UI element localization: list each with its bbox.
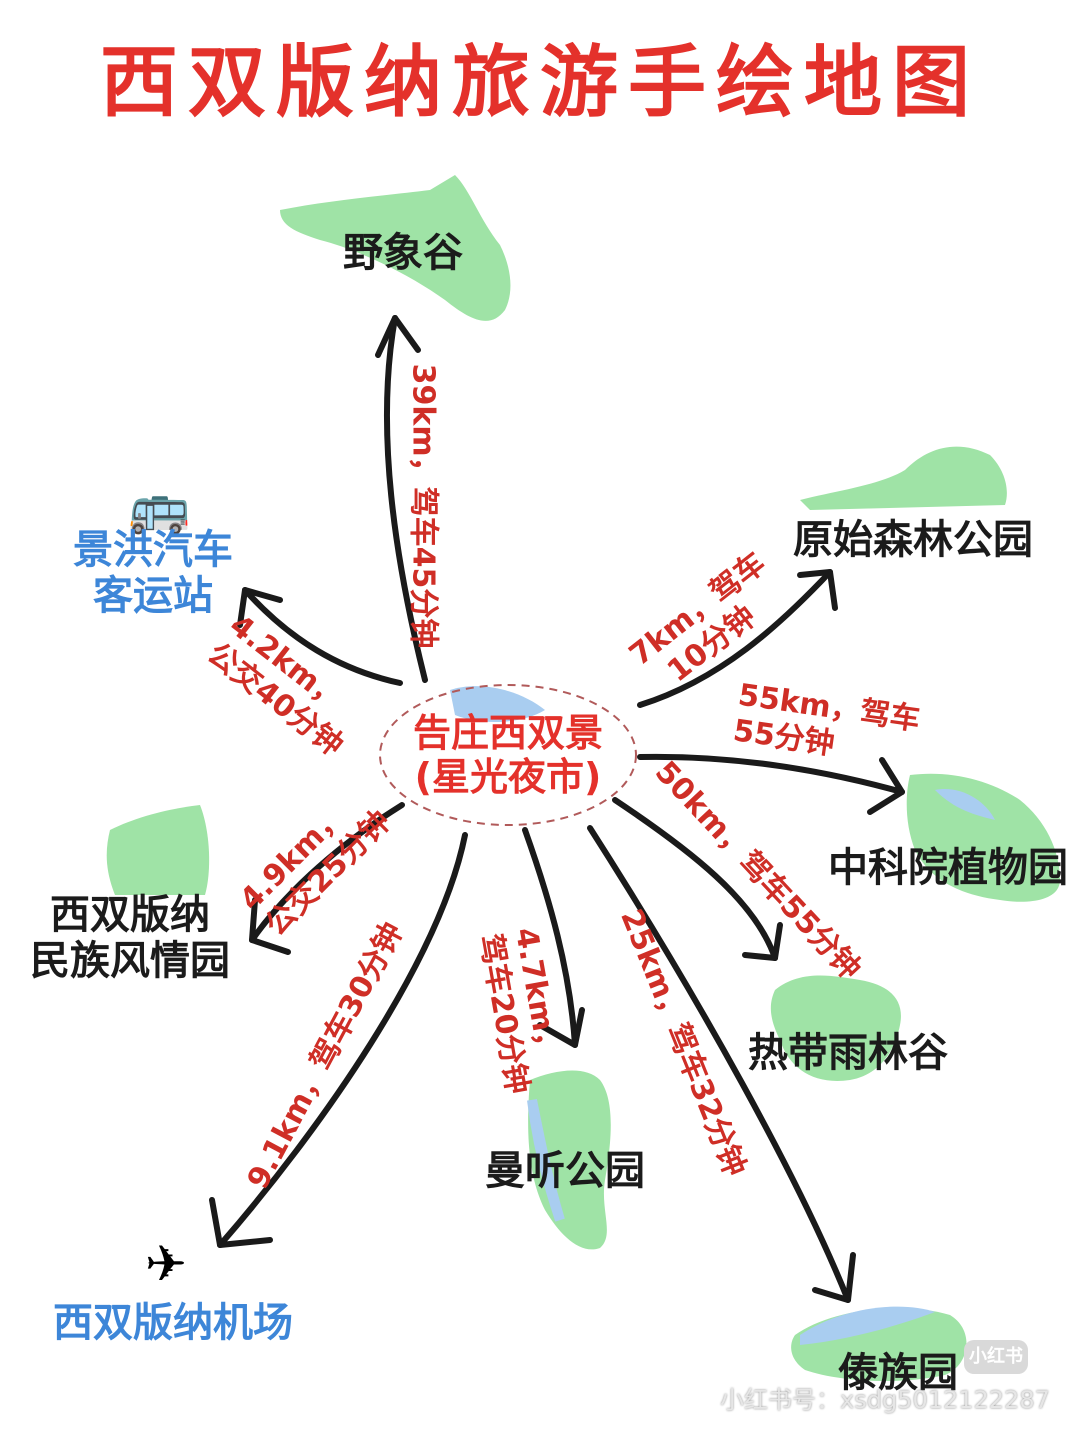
arrowhead-daizu [812, 1252, 856, 1303]
center-line2: (星光夜市) [414, 754, 602, 799]
arrowhead-manting [537, 1007, 585, 1048]
minzu-line1: 西双版纳 [50, 892, 210, 938]
place-zhongkeyuan: 中科院植物园 [828, 845, 1068, 891]
zhongkeyuan-water [935, 789, 995, 820]
arrow-to-airport [217, 832, 468, 1248]
manting-land [528, 1070, 611, 1250]
arrow-to-daizu [587, 825, 851, 1303]
route-yexianggu: 39km，驾车45分钟 [405, 363, 441, 649]
redai-land [770, 975, 901, 1081]
arrow-to-bus [242, 587, 403, 686]
zhongkeyuan-land [906, 773, 1060, 902]
place-yuanshi: 原始森林公园 [793, 517, 1033, 563]
bus-icon: 🚌 [128, 478, 191, 536]
yuanshi-land [800, 446, 1007, 510]
center-ellipse [379, 684, 637, 826]
arrowhead-minzu [249, 897, 291, 955]
arrow-to-redai [612, 797, 778, 961]
arrow-to-minzu [249, 802, 405, 943]
manting-water [527, 1099, 565, 1222]
center-water [450, 686, 545, 722]
yexianggu-land [280, 175, 511, 321]
arrowhead-airport [209, 1197, 273, 1248]
place-bus-station: 景洪汽车 客运站 [73, 527, 233, 619]
arrowhead-yuanshi [797, 569, 838, 611]
arrow-to-zhongkeyuan [637, 753, 905, 795]
watermark-logo: 小红书 [964, 1340, 1028, 1374]
watermark-text: 小红书号：xsdg5012122287 [720, 1386, 1050, 1414]
place-yexianggu: 野象谷 [343, 230, 463, 276]
arrow-to-yuanshi [637, 569, 833, 708]
arrowhead-redai [742, 922, 783, 961]
bus-station-line1: 景洪汽车 [73, 527, 233, 573]
place-airport: 西双版纳机场 [53, 1300, 293, 1346]
arrow-to-manting [522, 827, 578, 1048]
arrowhead-yexianggu [375, 315, 421, 358]
minzu-line2: 民族风情园 [30, 938, 230, 984]
center-label: 告庄西双景 (星光夜市) [405, 711, 611, 799]
place-daizu: 傣族园 [838, 1350, 958, 1396]
arrow-to-yexianggu [383, 315, 428, 683]
bus-station-line2: 客运站 [93, 573, 213, 619]
place-manting: 曼听公园 [485, 1148, 645, 1194]
center-line1: 告庄西双景 [412, 711, 603, 755]
arrowhead-bus [237, 587, 283, 628]
place-redai: 热带雨林谷 [748, 1030, 948, 1076]
airplane-icon: ✈ [145, 1235, 187, 1293]
place-minzu: 西双版纳 民族风情园 [30, 892, 230, 984]
arrowhead-zhongkeyuan [867, 757, 905, 815]
map-title: 西双版纳旅游手绘地图 [99, 38, 980, 128]
minzu-land [106, 805, 210, 895]
daizu-water [800, 1306, 935, 1345]
